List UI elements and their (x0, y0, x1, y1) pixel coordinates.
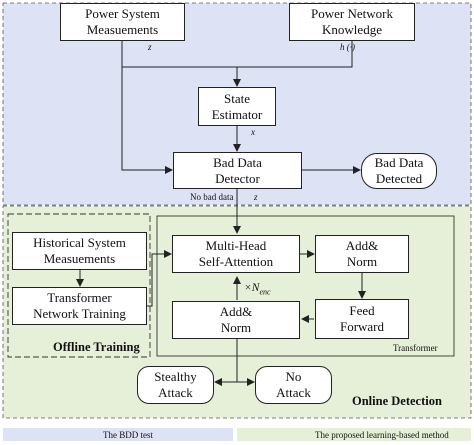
multi-head-self-attention-node: Multi-Head Self-Attention (172, 235, 300, 273)
bad-data-detector-node: Bad Data Detector (173, 152, 302, 189)
label-h: h (·) (340, 42, 355, 52)
edge-measurements-to-detector (121, 67, 173, 174)
state-estimator-node: State Estimator (198, 87, 276, 126)
label-online-detection: Online Detection (352, 394, 442, 408)
legend-swatch-bdd (3, 428, 233, 441)
edge-knowledge-to-merge (237, 41, 353, 68)
label-n-enc-sub: enc (259, 287, 271, 297)
label-z-top: z (148, 42, 152, 52)
label-n-enc-main: ×N (244, 282, 260, 294)
legend-proposed-method: The proposed learning-based method (315, 430, 449, 440)
label-n-enc: ×Nenc (244, 282, 271, 296)
transformer-network-training-node: Transformer Network Training (12, 287, 147, 325)
label-transformer: Transformer (393, 343, 438, 353)
legend-swatch-learning (237, 428, 471, 441)
power-network-knowledge-node: Power Network Knowledge (289, 3, 415, 41)
historical-system-measurements-node: Historical System Measuements (12, 232, 147, 270)
label-offline-training: Offline Training (53, 340, 140, 354)
label-x: x (251, 127, 255, 137)
add-norm-top-node: Add& Norm (315, 235, 409, 273)
label-no-bad-data: No bad data (190, 192, 234, 202)
no-attack-node: No Attack (255, 366, 332, 404)
transformer-frame (156, 215, 455, 357)
power-system-measurements-node: Power System Measuements (60, 3, 185, 41)
feed-forward-node: Feed Forward (315, 299, 409, 339)
legend-bdd-test: The BDD test (103, 430, 153, 440)
edge-training-to-transformer (147, 250, 172, 307)
add-norm-bottom-node: Add& Norm (172, 301, 300, 339)
offline-training-frame (7, 213, 151, 358)
bad-data-detected-node: Bad Data Detected (361, 153, 437, 189)
stealthy-attack-node: Stealthy Attack (137, 366, 214, 404)
label-z-bottom: z (254, 192, 258, 202)
